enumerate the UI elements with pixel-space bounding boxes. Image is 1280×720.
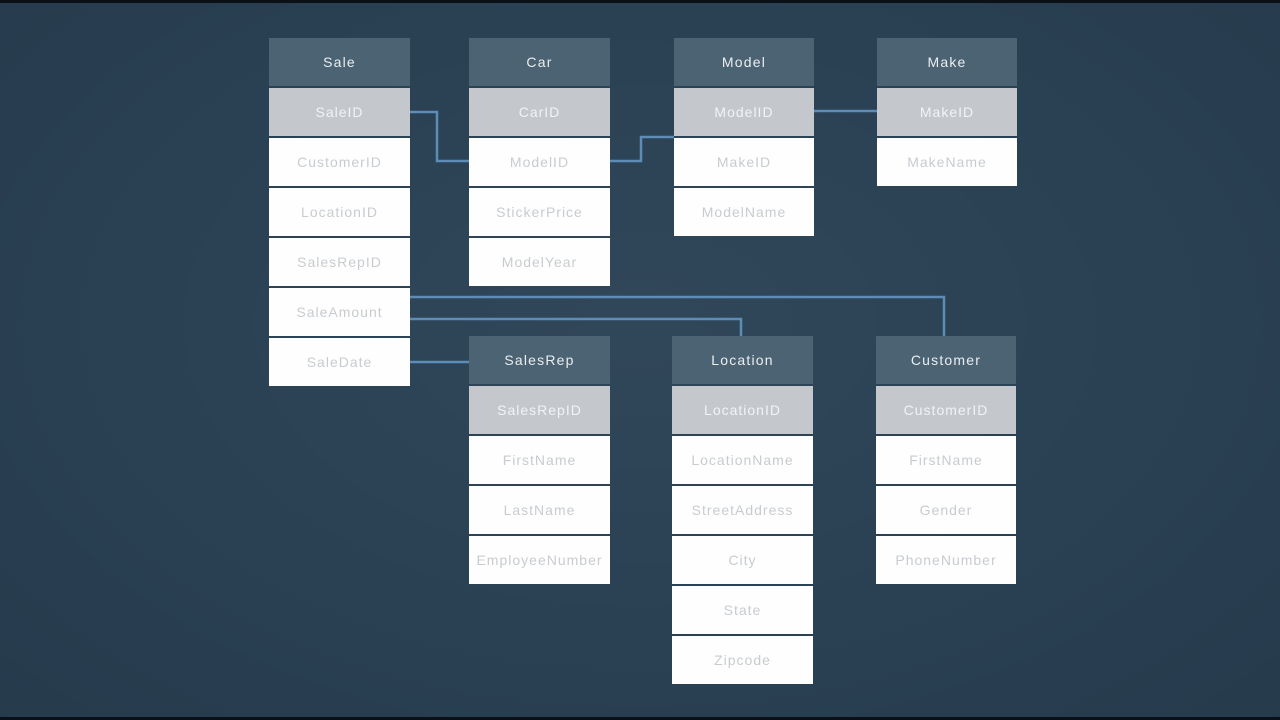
field-row-sale-3: SalesRepID bbox=[269, 238, 410, 286]
field-row-location-3: City bbox=[672, 536, 813, 584]
table-title-model: Model bbox=[674, 38, 814, 86]
primary-key-row-salesrep-0: SalesRepID bbox=[469, 386, 610, 434]
table-title-salesrep: SalesRep bbox=[469, 336, 610, 384]
field-row-sale-2: LocationID bbox=[269, 188, 410, 236]
field-row-model-2: ModelName bbox=[674, 188, 814, 236]
field-row-location-5: Zipcode bbox=[672, 636, 813, 684]
primary-key-row-model-0: ModelID bbox=[674, 88, 814, 136]
field-row-customer-2: Gender bbox=[876, 486, 1016, 534]
field-row-sale-4: SaleAmount bbox=[269, 288, 410, 336]
field-row-salesrep-3: EmployeeNumber bbox=[469, 536, 610, 584]
primary-key-row-sale-0: SaleID bbox=[269, 88, 410, 136]
primary-key-row-customer-0: CustomerID bbox=[876, 386, 1016, 434]
table-title-customer: Customer bbox=[876, 336, 1016, 384]
field-row-salesrep-2: LastName bbox=[469, 486, 610, 534]
primary-key-row-make-0: MakeID bbox=[877, 88, 1017, 136]
field-row-car-2: StickerPrice bbox=[469, 188, 610, 236]
table-title-location: Location bbox=[672, 336, 813, 384]
primary-key-row-location-0: LocationID bbox=[672, 386, 813, 434]
field-row-sale-1: CustomerID bbox=[269, 138, 410, 186]
table-title-sale: Sale bbox=[269, 38, 410, 86]
field-row-model-1: MakeID bbox=[674, 138, 814, 186]
letterbox-top bbox=[0, 0, 1280, 3]
table-title-car: Car bbox=[469, 38, 610, 86]
field-row-customer-3: PhoneNumber bbox=[876, 536, 1016, 584]
field-row-location-2: StreetAddress bbox=[672, 486, 813, 534]
primary-key-row-car-0: CarID bbox=[469, 88, 610, 136]
field-row-location-4: State bbox=[672, 586, 813, 634]
field-row-location-1: LocationName bbox=[672, 436, 813, 484]
letterbox-bottom bbox=[0, 717, 1280, 720]
field-row-sale-5: SaleDate bbox=[269, 338, 410, 386]
field-row-salesrep-1: FirstName bbox=[469, 436, 610, 484]
table-title-make: Make bbox=[877, 38, 1017, 86]
field-row-customer-1: FirstName bbox=[876, 436, 1016, 484]
field-row-car-3: ModelYear bbox=[469, 238, 610, 286]
field-row-make-1: MakeName bbox=[877, 138, 1017, 186]
field-row-car-1: ModelID bbox=[469, 138, 610, 186]
